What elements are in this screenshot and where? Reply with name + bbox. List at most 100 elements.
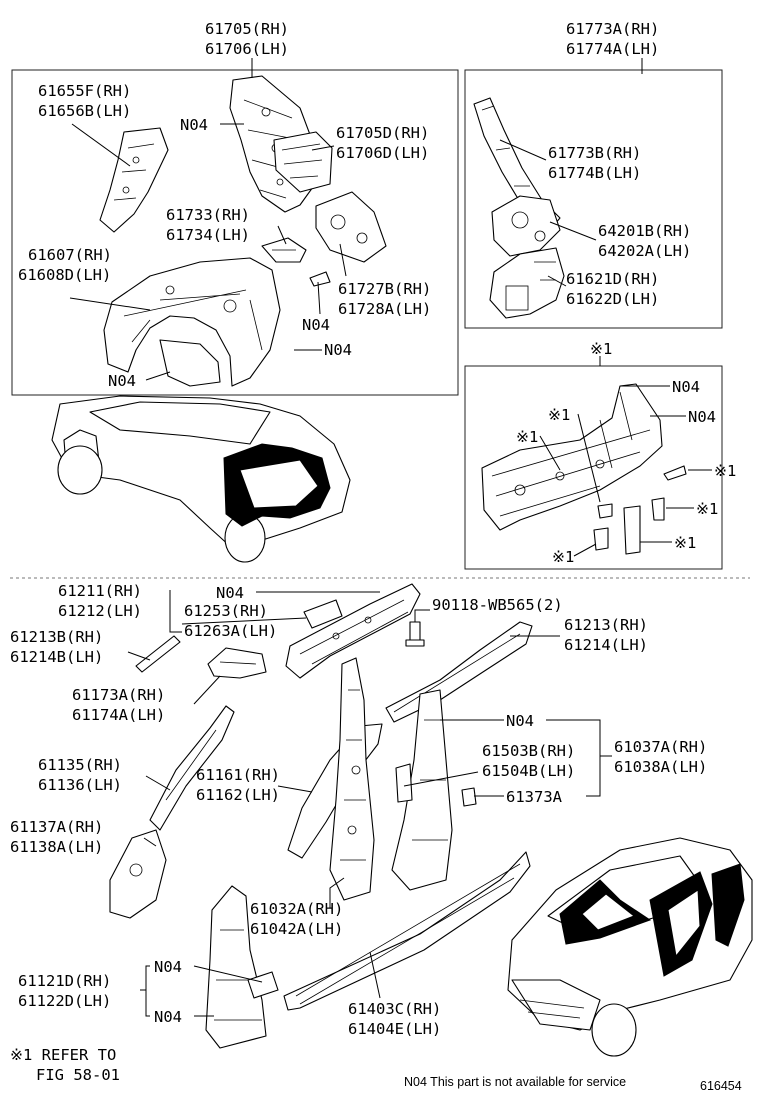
label-61705: 61705(RH) <box>205 20 289 38</box>
label-61728A: 61728A(LH) <box>338 300 431 318</box>
label-61503B: 61503B(RH) <box>482 742 575 760</box>
label-61404E: 61404E(LH) <box>348 1020 441 1038</box>
leader-61733 <box>277 225 287 245</box>
label-61774A: 61774A(LH) <box>566 40 659 58</box>
label-61213B: 61213B(RH) <box>10 628 103 646</box>
label-61607: 61607(RH) <box>28 246 112 264</box>
label-n04-g: N04 <box>216 584 244 602</box>
leader-ref-f <box>573 543 597 557</box>
label-n04-j: N04 <box>154 1008 182 1026</box>
leader-61773B <box>499 139 547 161</box>
leader-n04-d <box>145 371 171 381</box>
part-61403C-rocker[interactable] <box>283 851 531 1011</box>
label-n04-b: N04 <box>302 316 330 334</box>
part-61607-wheelhouse[interactable] <box>103 257 281 387</box>
leader-61607 <box>69 297 151 311</box>
part-61253[interactable] <box>303 599 343 629</box>
leader-ref-a <box>577 413 601 503</box>
note-refer-line1: ※1 REFER TO <box>10 1046 116 1064</box>
leader-61705D <box>311 145 335 151</box>
label-64202A: 64202A(LH) <box>598 242 691 260</box>
part-61655F[interactable] <box>99 127 169 233</box>
label-61038A: 61038A(LH) <box>614 758 707 776</box>
part-bolt-90118[interactable] <box>405 609 430 647</box>
part-back-panel-brackets[interactable] <box>593 465 687 555</box>
leader-61137A <box>143 837 157 847</box>
frame-quarter-pillar <box>464 69 723 329</box>
label-61733: 61733(RH) <box>166 206 250 224</box>
part-61621D[interactable] <box>489 247 565 319</box>
label-61706: 61706(LH) <box>205 40 289 58</box>
frame-rear-quarter <box>11 69 459 396</box>
part-61213-roof-rail[interactable] <box>385 621 533 723</box>
part-61121D-front-pillar[interactable] <box>205 885 279 1049</box>
label-61706D: 61706D(LH) <box>336 144 429 162</box>
part-61211-rail[interactable] <box>285 583 421 679</box>
part-61137A[interactable] <box>109 829 167 919</box>
figure-number: 616454 <box>700 1079 742 1093</box>
label-61173A: 61173A(RH) <box>72 686 165 704</box>
label-ref-top: ※1 <box>590 340 612 358</box>
leader-61727B <box>339 243 347 277</box>
label-n04-c: N04 <box>324 341 352 359</box>
label-61253: 61253(RH) <box>184 602 268 620</box>
label-61174A: 61174A(LH) <box>72 706 165 724</box>
leader-64201B <box>549 221 597 241</box>
label-61037A: 61037A(RH) <box>614 738 707 756</box>
label-61734: 61734(LH) <box>166 226 250 244</box>
label-61136: 61136(LH) <box>38 776 122 794</box>
leader-n04-b <box>317 281 321 315</box>
label-61608D: 61608D(LH) <box>18 266 111 284</box>
leader-61621D <box>547 275 567 287</box>
label-ref-d: ※1 <box>696 500 718 518</box>
label-n04-h: N04 <box>506 712 534 730</box>
label-64201B: 64201B(RH) <box>598 222 691 240</box>
leader-ref-b <box>539 435 561 471</box>
label-n04-d: N04 <box>108 372 136 390</box>
leader-61253 <box>181 617 307 625</box>
bracket-61037A <box>546 719 612 797</box>
label-61214B: 61214B(LH) <box>10 648 103 666</box>
label-61773B: 61773B(RH) <box>548 144 641 162</box>
part-61037A-b-pillar[interactable] <box>391 689 477 891</box>
label-61263A: 61263A(LH) <box>184 622 277 640</box>
leader-61655F <box>71 123 131 167</box>
leader-61403C <box>369 951 381 999</box>
leader-61161 <box>277 785 313 793</box>
part-61032A-center-pillar[interactable] <box>329 657 375 901</box>
part-61213B[interactable] <box>135 635 181 673</box>
label-61655F: 61655F(RH) <box>38 82 131 100</box>
label-61373A: 61373A <box>506 788 563 806</box>
label-61032A: 61032A(RH) <box>250 900 343 918</box>
part-61727B[interactable] <box>309 191 387 287</box>
part-61135-a-pillar[interactable] <box>149 705 235 831</box>
label-61504B: 61504B(LH) <box>482 762 575 780</box>
label-61774B: 61774B(LH) <box>548 164 641 182</box>
label-61212: 61212(LH) <box>58 602 142 620</box>
label-61122D: 61122D(LH) <box>18 992 111 1010</box>
label-61622D: 61622D(LH) <box>566 290 659 308</box>
leader-61135 <box>145 775 171 791</box>
part-back-panel[interactable] <box>481 383 663 531</box>
label-61403C: 61403C(RH) <box>348 1000 441 1018</box>
label-61211: 61211(RH) <box>58 582 142 600</box>
car-front-view <box>507 837 753 1057</box>
part-61705D[interactable] <box>273 131 333 193</box>
label-ref-a: ※1 <box>548 406 570 424</box>
label-ref-c: ※1 <box>714 462 736 480</box>
label-61161: 61161(RH) <box>196 766 280 784</box>
label-ref-e: ※1 <box>674 534 696 552</box>
label-ref-b: ※1 <box>516 428 538 446</box>
label-61162: 61162(LH) <box>196 786 280 804</box>
part-64201B[interactable] <box>491 195 561 257</box>
leader-n04-i <box>193 965 263 983</box>
part-61173A[interactable] <box>207 647 267 679</box>
label-61137A: 61137A(RH) <box>10 818 103 836</box>
label-90118: 90118-WB565(2) <box>432 596 563 614</box>
note-n04-not-available: N04 This part is not available for servi… <box>404 1075 626 1089</box>
label-61656B: 61656B(LH) <box>38 102 131 120</box>
part-61733[interactable] <box>261 237 307 263</box>
label-61138A: 61138A(LH) <box>10 838 103 856</box>
leader-61213B <box>127 651 151 661</box>
